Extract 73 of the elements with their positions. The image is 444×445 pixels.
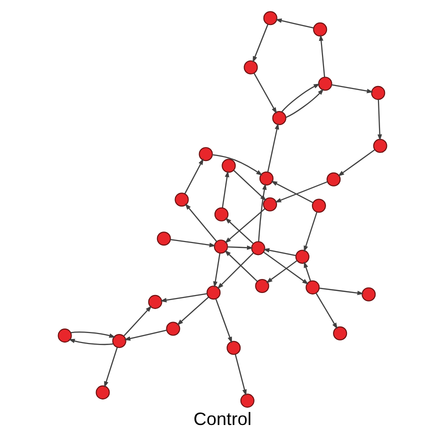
arrow bbox=[270, 180, 313, 204]
node-circle bbox=[206, 286, 220, 300]
arrow bbox=[266, 123, 279, 172]
arrow bbox=[337, 149, 375, 176]
arrow bbox=[232, 170, 266, 201]
arrow bbox=[184, 203, 217, 242]
node-circle bbox=[214, 207, 228, 222]
arrow bbox=[234, 354, 246, 396]
arrow bbox=[212, 154, 262, 176]
arrow bbox=[318, 288, 364, 296]
arrow bbox=[70, 332, 116, 338]
arrow bbox=[258, 183, 266, 242]
arrow bbox=[318, 34, 325, 78]
arrow bbox=[274, 181, 328, 202]
node-circle bbox=[166, 322, 180, 336]
arrow bbox=[184, 158, 204, 194]
arrow bbox=[262, 252, 308, 285]
node-circle bbox=[311, 198, 326, 213]
arrow bbox=[253, 72, 276, 114]
arrow bbox=[123, 330, 166, 341]
arrow bbox=[123, 306, 152, 336]
node-circle bbox=[372, 138, 387, 153]
node-circle bbox=[148, 294, 162, 309]
arrow bbox=[262, 248, 296, 256]
arrow bbox=[68, 338, 113, 346]
node-circle bbox=[226, 340, 240, 355]
node-circle bbox=[95, 385, 110, 400]
arrow bbox=[377, 100, 382, 141]
arrow bbox=[285, 88, 324, 118]
node-circle bbox=[272, 111, 286, 126]
arrow bbox=[224, 208, 265, 244]
node-circle bbox=[332, 326, 347, 340]
arrow bbox=[315, 292, 338, 330]
node-circle bbox=[198, 147, 212, 162]
arrow bbox=[224, 218, 253, 244]
node-circle bbox=[262, 11, 277, 26]
node-circle bbox=[243, 60, 258, 74]
node-circle bbox=[318, 76, 332, 91]
node-circle bbox=[312, 22, 327, 36]
node-circle bbox=[112, 334, 126, 348]
arrow bbox=[303, 212, 317, 252]
node-circle bbox=[156, 232, 170, 246]
arrow bbox=[331, 84, 373, 94]
arrow bbox=[216, 252, 254, 289]
arrow bbox=[227, 245, 253, 250]
node-circle bbox=[258, 171, 273, 186]
arrow bbox=[224, 250, 258, 282]
node-circle bbox=[254, 279, 269, 294]
arrow bbox=[160, 293, 207, 302]
arrow bbox=[170, 238, 216, 248]
arrow bbox=[280, 84, 320, 112]
arrow bbox=[104, 347, 118, 388]
arrow bbox=[212, 253, 220, 288]
arrow bbox=[303, 261, 311, 282]
node-circle bbox=[370, 86, 385, 100]
arrow bbox=[214, 298, 232, 344]
node-circle bbox=[250, 241, 265, 256]
node-circle bbox=[262, 197, 277, 212]
arrow bbox=[176, 296, 208, 326]
arrow bbox=[274, 18, 314, 29]
arrow bbox=[221, 170, 229, 208]
node-circle bbox=[361, 287, 376, 302]
node-circle bbox=[57, 328, 72, 343]
node-circle bbox=[240, 394, 254, 408]
node-circle bbox=[174, 192, 188, 207]
node-circle bbox=[305, 280, 320, 294]
node-circle bbox=[294, 250, 309, 264]
caption: Control bbox=[193, 408, 251, 429]
node-circle bbox=[326, 172, 340, 186]
arrow bbox=[252, 24, 268, 63]
node-circle bbox=[221, 158, 236, 173]
arrow bbox=[266, 260, 297, 284]
node-circle bbox=[213, 240, 228, 254]
